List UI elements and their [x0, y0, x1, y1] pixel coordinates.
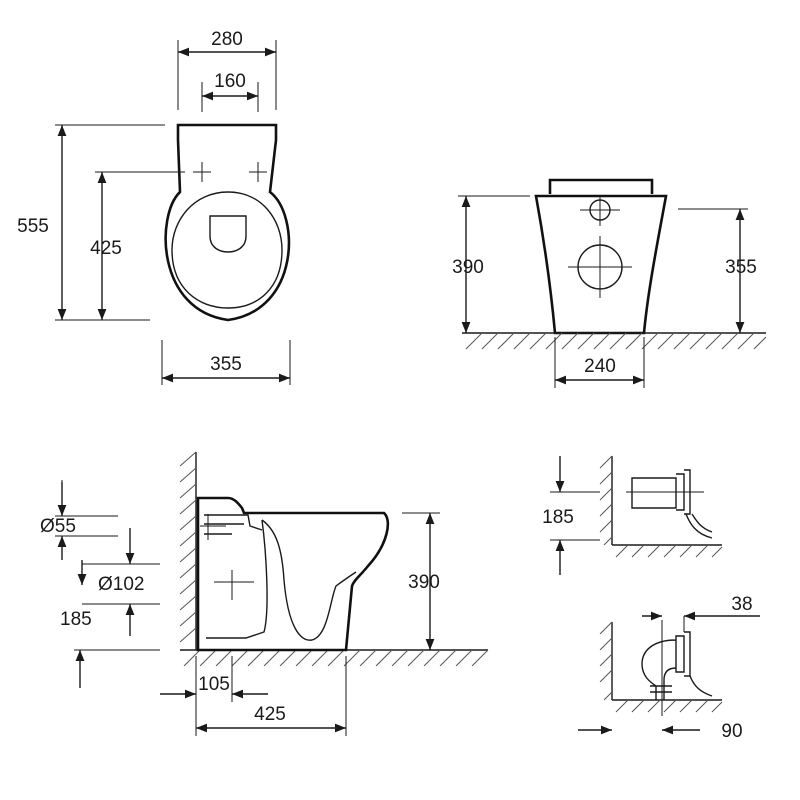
- dim-side-offset-bottom: 185: [60, 609, 92, 630]
- detail-horizontal-outlet: 185: [542, 455, 723, 575]
- dim-seat-width: 355: [210, 354, 242, 375]
- front-view-seat: [548, 178, 654, 194]
- dim-inlet-diameter: Ø55: [40, 516, 76, 537]
- front-view: 390 355 240: [452, 178, 767, 388]
- side-view: Ø55 Ø102 185 390 105 425: [40, 451, 489, 736]
- side-view-body-outline: [196, 496, 390, 652]
- dim-side-length: 425: [254, 704, 286, 725]
- dim-detail-bottom: 90: [721, 721, 742, 742]
- detail-vertical-outlet: 38 90: [578, 594, 760, 742]
- top-view-seat-inner: [171, 191, 283, 309]
- side-view-bowl-inner: [261, 519, 357, 641]
- top-view-bolt-left: [193, 162, 211, 182]
- top-view-drain: [209, 215, 247, 253]
- dim-side-height: 390: [408, 572, 440, 593]
- front-view-inlet-circle: [580, 195, 620, 226]
- dim-front-base: 240: [584, 356, 616, 377]
- front-view-body: [534, 194, 668, 335]
- top-view: 280 160 555 425 355: [17, 29, 291, 385]
- dim-bolt-to-front: 425: [90, 238, 122, 259]
- dim-front-height-right: 355: [725, 257, 757, 278]
- front-view-floor-hatch: [465, 332, 767, 350]
- side-view-floor-hatch: [183, 649, 489, 667]
- dim-detail-height: 185: [542, 507, 574, 528]
- detail-vertical-pipe: [641, 631, 691, 700]
- dim-outlet-diameter: Ø102: [98, 574, 144, 595]
- top-view-bolt-right: [249, 162, 267, 182]
- dim-bolt-spacing: 160: [214, 71, 246, 92]
- front-view-outlet-circle: [568, 236, 632, 298]
- dim-top-length: 555: [17, 216, 49, 237]
- dim-wall-offset: 105: [198, 674, 230, 695]
- dim-detail-top: 38: [731, 594, 752, 615]
- side-view-wall-hatch: [179, 451, 197, 643]
- side-view-outlet-cross: [214, 570, 254, 600]
- dim-front-height-left: 390: [452, 257, 484, 278]
- side-view-flush-inlet: [204, 514, 263, 535]
- dim-top-width: 280: [211, 29, 243, 50]
- top-view-bowl-outline: [164, 123, 291, 322]
